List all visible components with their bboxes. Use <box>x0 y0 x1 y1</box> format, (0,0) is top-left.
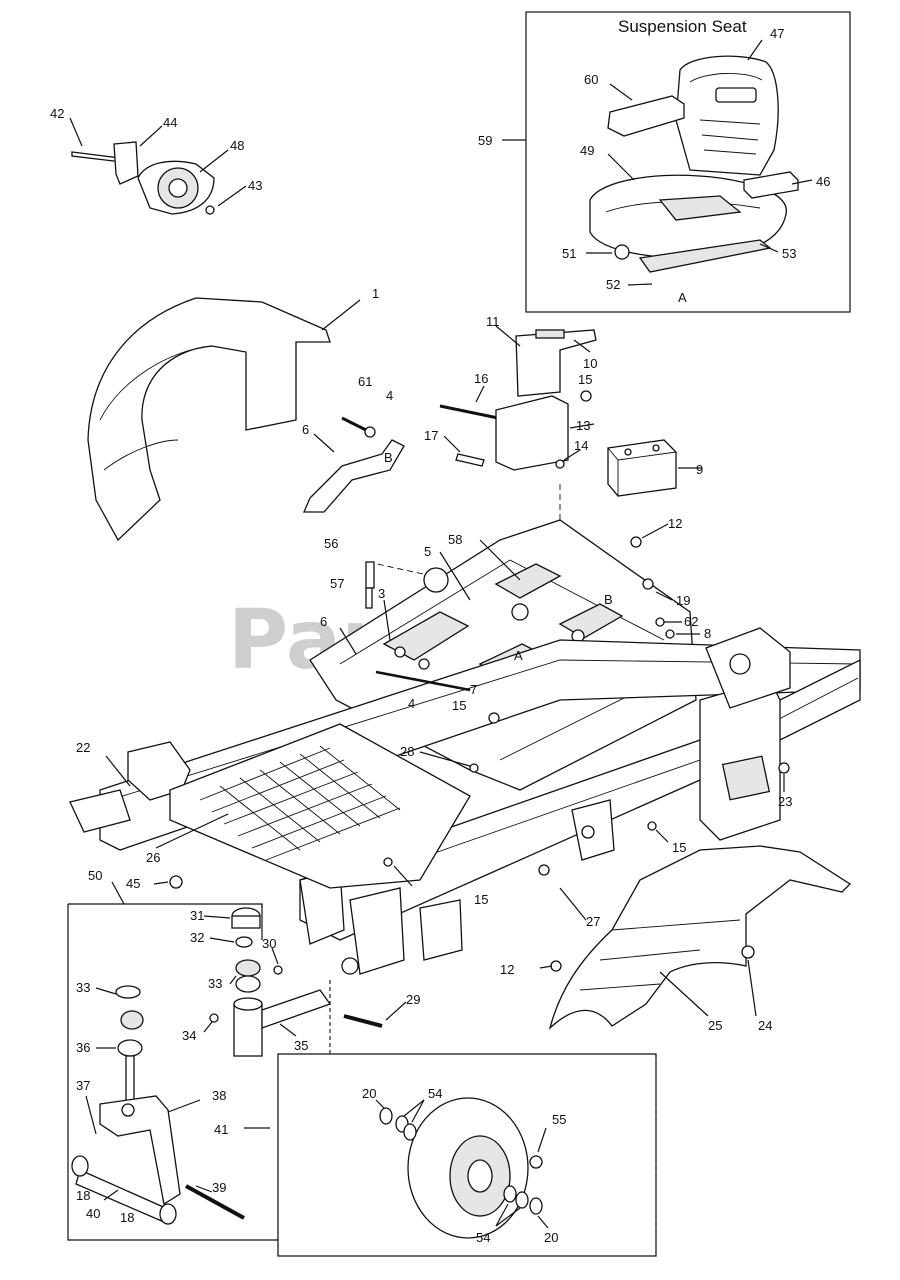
callout-1: 1 <box>372 286 379 301</box>
callout-30: 30 <box>262 936 276 951</box>
callout-11: 11 <box>486 314 500 329</box>
letter-a-frame: A <box>514 648 523 663</box>
callout-20-bottom: 20 <box>544 1230 558 1245</box>
callout-50: 50 <box>88 868 102 883</box>
callout-58: 58 <box>448 532 462 547</box>
caster-inset <box>67 881 657 1257</box>
callout-45: 45 <box>126 876 140 891</box>
letter-b-frame: B <box>604 592 613 607</box>
callout-29: 29 <box>406 992 420 1007</box>
callout-43: 43 <box>248 178 262 193</box>
deck-perforations <box>199 745 401 861</box>
callout-35: 35 <box>294 1038 308 1053</box>
callout-14: 14 <box>574 438 588 453</box>
callout-49: 49 <box>580 143 594 158</box>
callout-42: 42 <box>50 106 64 121</box>
callout-23: 23 <box>778 794 792 809</box>
callout-6: 6 <box>302 422 309 437</box>
callout-20-top: 20 <box>362 1086 376 1101</box>
callout-41: 41 <box>214 1122 228 1137</box>
callout-3: 3 <box>378 586 385 601</box>
letter-b-bracket: B <box>384 450 393 465</box>
callout-33-right: 33 <box>208 976 222 991</box>
seat-inset-title: Suspension Seat <box>618 17 747 36</box>
callout-12-lower: 12 <box>500 962 514 977</box>
foot-deck <box>169 723 471 889</box>
callout-4: 4 <box>386 388 393 403</box>
callout-18-right: 18 <box>120 1210 134 1225</box>
callout-22: 22 <box>76 740 90 755</box>
callout-16: 16 <box>474 371 488 386</box>
right-fender <box>539 845 852 1031</box>
wheel-inset-frame <box>277 1053 657 1257</box>
callout-47: 47 <box>770 26 784 41</box>
callout-51: 51 <box>562 246 576 261</box>
callout-4-lower: 4 <box>408 696 415 711</box>
callout-44: 44 <box>163 115 177 130</box>
callout-18-left: 18 <box>76 1188 90 1203</box>
suspension-seat-inset: Suspension Seat <box>502 11 851 313</box>
callout-37: 37 <box>76 1078 90 1093</box>
callout-34: 34 <box>182 1028 196 1043</box>
callout-59: 59 <box>478 133 492 148</box>
callout-62: 62 <box>684 614 698 629</box>
callout-32: 32 <box>190 930 204 945</box>
callout-26: 26 <box>146 850 160 865</box>
suspension-seat <box>589 55 799 273</box>
callout-15: 15 <box>578 372 592 387</box>
callout-10: 10 <box>583 356 597 371</box>
callout-54-top: 54 <box>428 1086 442 1101</box>
callout-31: 31 <box>190 908 204 923</box>
callout-27: 27 <box>586 914 600 929</box>
callout-5: 5 <box>424 544 431 559</box>
callout-48: 48 <box>230 138 244 153</box>
callout-52: 52 <box>606 277 620 292</box>
callout-33-left: 33 <box>76 980 90 995</box>
callout-56: 56 <box>324 536 338 551</box>
seat-inset-frame <box>525 11 851 313</box>
callout-15-lower: 15 <box>474 892 488 907</box>
callout-36: 36 <box>76 1040 90 1055</box>
callout-15-right: 15 <box>672 840 686 855</box>
callout-15-mid: 15 <box>452 698 466 713</box>
callout-12: 12 <box>668 516 682 531</box>
callout-7: 7 <box>470 682 477 697</box>
letter-a-seat: A <box>678 290 687 305</box>
callout-53: 53 <box>782 246 796 261</box>
battery-mount-group <box>303 325 702 548</box>
main-frame <box>69 484 861 975</box>
callout-19: 19 <box>676 593 690 608</box>
callout-9: 9 <box>696 462 703 477</box>
callout-57: 57 <box>330 576 344 591</box>
callout-54-bottom: 54 <box>476 1230 490 1245</box>
callout-38: 38 <box>212 1088 226 1103</box>
callout-6-lower: 6 <box>320 614 327 629</box>
callout-61: 61 <box>358 374 372 389</box>
callout-46: 46 <box>816 174 830 189</box>
callout-28: 28 <box>400 744 414 759</box>
callout-55: 55 <box>552 1112 566 1127</box>
callout-40: 40 <box>86 1206 100 1221</box>
callout-24: 24 <box>758 1018 772 1033</box>
frame-hardware <box>105 539 790 921</box>
pivot-bracket-group <box>69 117 247 215</box>
callout-17: 17 <box>424 428 438 443</box>
callout-25: 25 <box>708 1018 722 1033</box>
callout-39: 39 <box>212 1180 226 1195</box>
callout-8: 8 <box>704 626 711 641</box>
left-fender <box>87 297 361 542</box>
callout-labels: 42 44 48 43 59 47 60 49 46 51 53 52 1 11… <box>50 26 830 1245</box>
callout-13: 13 <box>576 418 590 433</box>
callout-60: 60 <box>584 72 598 87</box>
